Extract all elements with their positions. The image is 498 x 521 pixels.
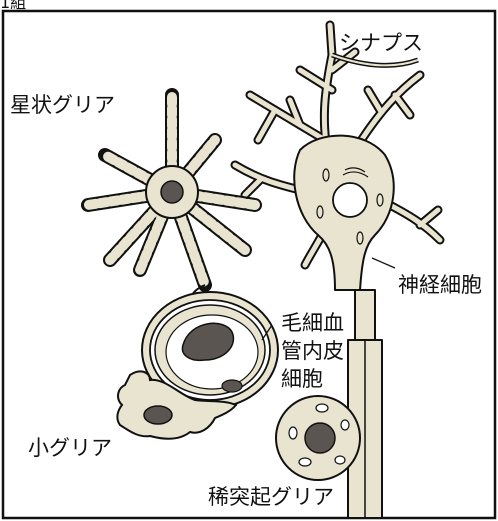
leader-lines bbox=[261, 257, 396, 341]
oligo-nucleus bbox=[304, 422, 336, 454]
label-capillary-1: 毛細血 bbox=[281, 311, 344, 335]
microglia-cell bbox=[116, 370, 238, 440]
neuron-nucleus bbox=[332, 182, 368, 218]
oligo-organelles bbox=[288, 403, 350, 467]
label-astrocyte: 星状グリア bbox=[10, 93, 115, 117]
astrocyte-nucleus bbox=[160, 180, 184, 204]
frame-border bbox=[1, 9, 497, 520]
oligodendrocyte-cell bbox=[275, 395, 361, 481]
pericyte-nucleus bbox=[221, 379, 243, 393]
synapse-fiber-fill bbox=[331, 54, 419, 67]
endothelial-nucleus bbox=[181, 322, 235, 362]
microglia-nucleus bbox=[143, 405, 173, 425]
label-synapse: シナプス bbox=[339, 31, 423, 55]
label-microglia: 小グリア bbox=[28, 436, 112, 460]
neuron-leader bbox=[371, 257, 396, 269]
label-neuron: 神経細胞 bbox=[398, 273, 482, 297]
label-capillary-2: 管内皮 bbox=[281, 339, 344, 363]
astrocyte-cell bbox=[81, 88, 262, 301]
neuron-cell bbox=[230, 20, 445, 519]
top-cropped-label: 1組 bbox=[0, 0, 26, 12]
capillary bbox=[141, 291, 279, 409]
label-capillary-3: 細胞 bbox=[281, 367, 323, 391]
microglia-body bbox=[116, 370, 238, 440]
neuron-organelles bbox=[316, 167, 384, 245]
capillary-leader bbox=[261, 324, 273, 341]
label-oligodendrocyte: 稀突起グリア bbox=[208, 485, 334, 509]
